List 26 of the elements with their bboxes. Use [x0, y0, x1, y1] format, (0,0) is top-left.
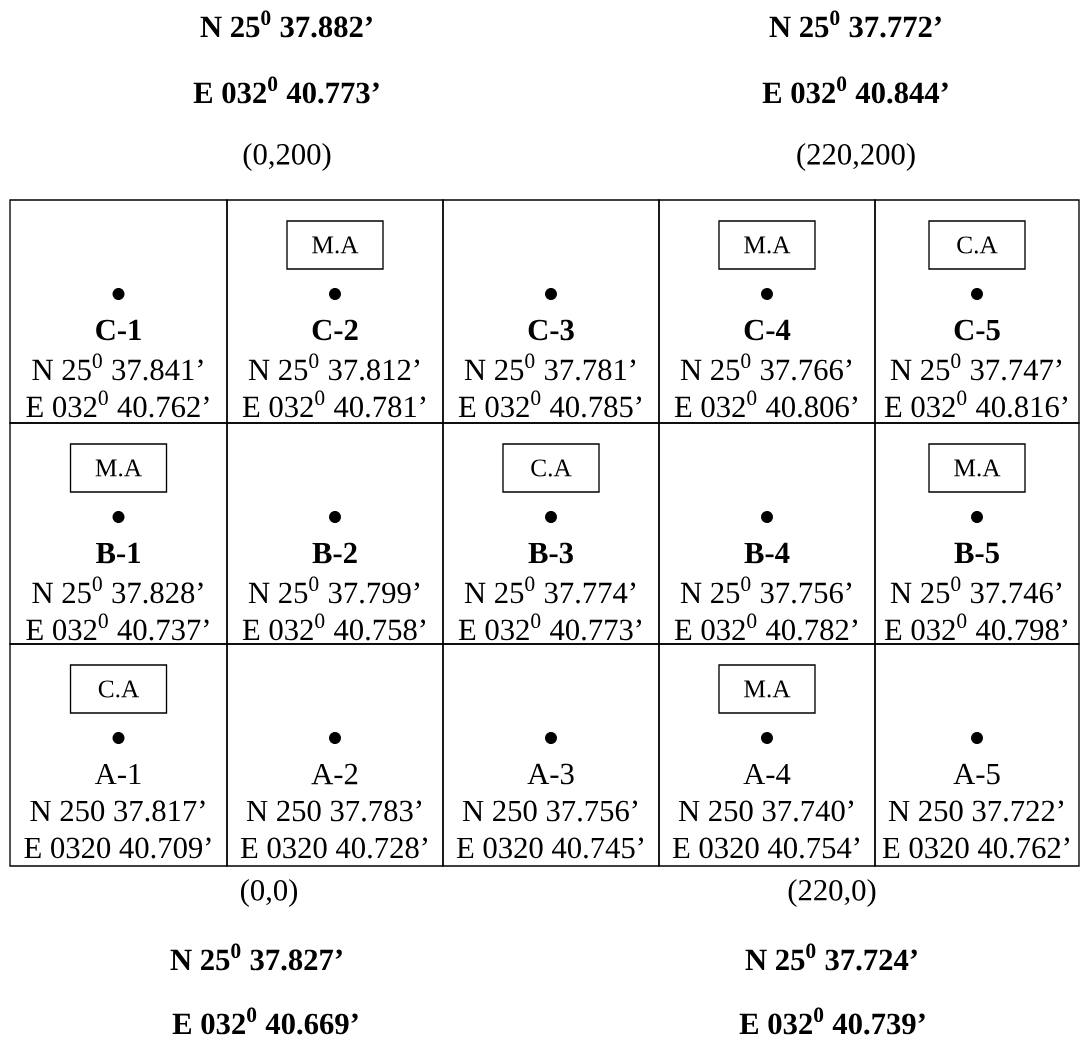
label-box: M.A [718, 220, 816, 270]
label-box: M.A [286, 220, 384, 270]
grid-cell: B-4 N 25$^{0}$ 37.756’ E 032$^{0}$ 40.782’ [658, 422, 876, 645]
coordinate-label: N 25$^{0}$ 37.724’ [745, 943, 917, 971]
coordinate-label: E 032$^{0}$ 40.773’ [193, 76, 379, 104]
coordinate-label: (0,200) [243, 143, 331, 171]
grid-cell: C-1 N 25$^{0}$ 37.841’ E 032$^{0}$ 40.762’ [9, 199, 228, 424]
coordinate-label: N 25$^{0}$ 37.882’ [200, 10, 372, 38]
label-box: C.A [502, 443, 600, 493]
label-box: M.A [69, 443, 168, 493]
coordinate-label: N 25$^{0}$ 37.772’ [769, 10, 941, 38]
grid-cell: B-2 N 25$^{0}$ 37.799’ E 032$^{0}$ 40.758’ [226, 422, 444, 645]
grid-cell: A-2 N 250 37.783’ E 0320 40.728’ [226, 643, 444, 867]
coordinate-label: (220,200) [797, 143, 915, 171]
label-box: C.A [928, 220, 1026, 270]
coordinate-label: N 25$^{0}$ 37.827’ [170, 943, 342, 971]
grid-cell: C-3 N 25$^{0}$ 37.781’ E 032$^{0}$ 40.785’ [442, 199, 660, 424]
grid-cell: A-5 N 250 37.722’ E 0320 40.762’ [874, 643, 1080, 867]
grid-cell: A-3 N 250 37.756’ E 0320 40.745’ [442, 643, 660, 867]
label-box: C.A [69, 664, 168, 714]
coordinate-label: E 032$^{0}$ 40.844’ [762, 76, 948, 104]
coordinate-label: E 032$^{0}$ 40.669’ [172, 1007, 358, 1035]
coordinate-label: E 032$^{0}$ 40.739’ [739, 1007, 925, 1035]
coordinate-label: (220,0) [788, 879, 876, 907]
label-box: M.A [718, 664, 816, 714]
label-box: M.A [928, 443, 1026, 493]
